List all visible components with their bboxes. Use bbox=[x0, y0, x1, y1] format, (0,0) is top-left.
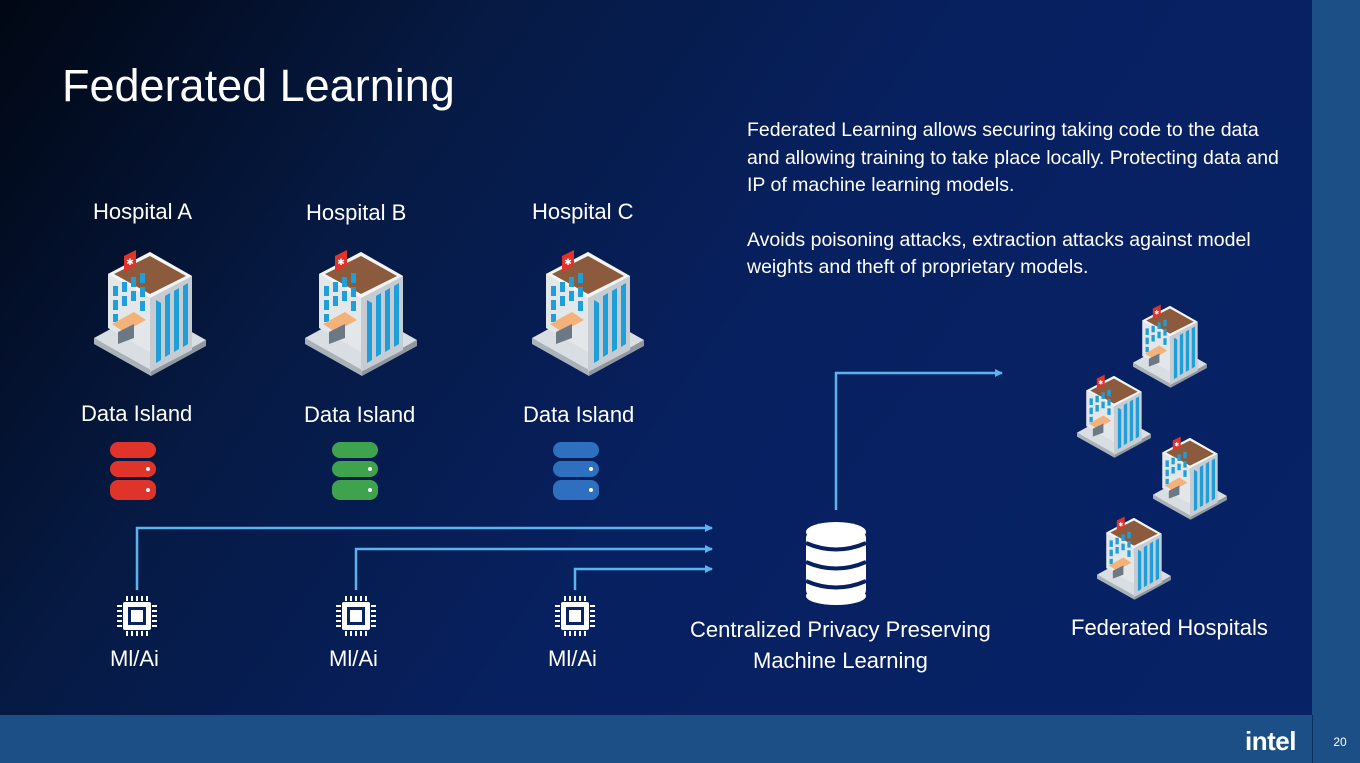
database-red-icon bbox=[110, 442, 156, 500]
ml-ai-label-b: Ml/Ai bbox=[329, 646, 378, 671]
arrow-b-to-central bbox=[354, 545, 713, 590]
ml-chip-icon-a bbox=[116, 595, 158, 637]
central-database-icon bbox=[805, 522, 867, 605]
ml-ai-label-a: Ml/Ai bbox=[110, 646, 159, 671]
page-number: 20 bbox=[1333, 735, 1347, 749]
slide-background bbox=[0, 0, 1312, 715]
ml-ai-label-c: Ml/Ai bbox=[548, 646, 597, 671]
footer-divider bbox=[1312, 715, 1313, 763]
hospital-c-label: Hospital C bbox=[532, 199, 634, 224]
description-paragraph-2: Avoids poisoning attacks, extraction att… bbox=[747, 228, 1251, 279]
right-band bbox=[1312, 0, 1360, 715]
intel-logo: intel bbox=[1245, 726, 1296, 756]
hospital-a-label: Hospital A bbox=[93, 199, 193, 224]
hospital-c-building-icon bbox=[532, 250, 644, 376]
description-paragraph-1: Federated Learning allows securing takin… bbox=[747, 119, 1279, 196]
arrow-a-to-central bbox=[135, 524, 713, 590]
slide-title: Federated Learning bbox=[62, 60, 455, 111]
data-island-a-label: Data Island bbox=[81, 401, 193, 426]
description-text: Federated Learning allows securing takin… bbox=[747, 117, 1287, 282]
diagram-canvas: ✱ bbox=[94, 250, 1227, 637]
data-island-b-label: Data Island bbox=[304, 402, 416, 427]
database-green-icon bbox=[332, 442, 378, 500]
federated-hospitals-label: Federated Hospitals bbox=[1071, 615, 1268, 640]
ml-chip-icon-b bbox=[335, 595, 377, 637]
footer-bar bbox=[0, 715, 1360, 763]
arrow-central-to-federated bbox=[834, 369, 1003, 510]
hospital-b-building-icon bbox=[305, 250, 417, 376]
ml-chip-icon-c bbox=[554, 595, 596, 637]
data-island-c-label: Data Island bbox=[523, 402, 635, 427]
database-blue-icon bbox=[553, 442, 599, 500]
hospital-a-building-icon bbox=[94, 250, 206, 376]
arrow-c-to-central bbox=[573, 565, 713, 590]
central-label-line-1: Centralized Privacy Preserving bbox=[690, 617, 991, 642]
central-label-line-2: Machine Learning bbox=[753, 648, 928, 673]
hospital-b-label: Hospital B bbox=[306, 200, 407, 225]
federated-hospitals-icon bbox=[1077, 304, 1227, 600]
